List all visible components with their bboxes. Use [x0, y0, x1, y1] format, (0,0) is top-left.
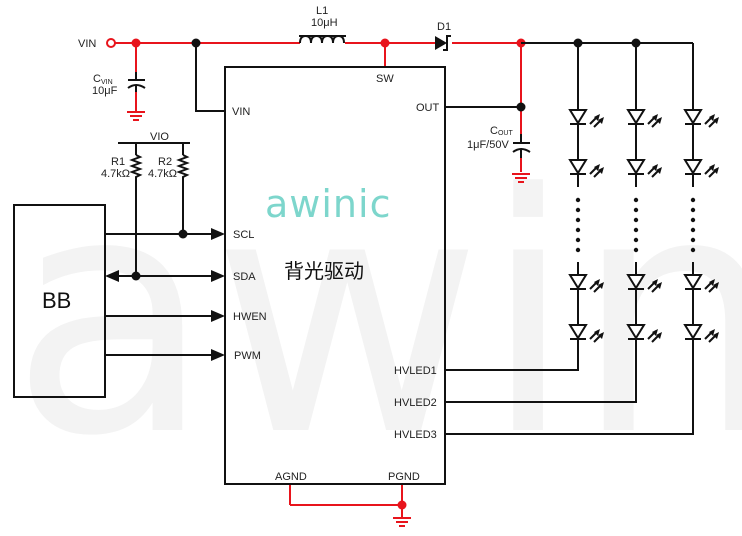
ellipsis-dot — [690, 197, 696, 203]
cout-name: COUT — [490, 125, 513, 137]
led-string-1 — [568, 43, 604, 343]
ellipsis-dot — [633, 197, 639, 203]
resistor-r2 — [176, 154, 190, 180]
ellipsis-dot — [575, 247, 581, 253]
junction-dot — [380, 38, 390, 48]
ellipsis-dot — [575, 197, 581, 203]
awinic-logo: awinic — [265, 182, 391, 226]
junction-dot — [131, 38, 141, 48]
r2-value: 4.7kΩ — [148, 168, 177, 180]
ellipsis-dot — [633, 247, 639, 253]
cout-value: 1μF/50V — [467, 139, 509, 151]
pin-hvled1: HVLED1 — [394, 365, 437, 377]
ellipsis-dot — [633, 207, 639, 213]
led — [683, 109, 719, 128]
led-string-2 — [626, 43, 662, 343]
r1-value: 4.7kΩ — [101, 168, 130, 180]
d1-name: D1 — [437, 21, 451, 33]
r1-name: R1 — [111, 156, 125, 168]
signal-wires — [105, 42, 694, 435]
pin-vin: VIN — [232, 106, 250, 118]
ellipsis-dot — [690, 207, 696, 213]
ellipsis-dot — [633, 217, 639, 223]
bb-host-box — [13, 204, 106, 398]
ellipsis-dot — [575, 237, 581, 243]
pin-scl: SCL — [233, 229, 254, 241]
ellipsis-dot — [690, 247, 696, 253]
ellipsis-dot — [633, 227, 639, 233]
led — [626, 324, 662, 343]
vin-terminal — [106, 38, 116, 48]
pin-sda: SDA — [233, 271, 256, 283]
pin-hwen: HWEN — [233, 311, 267, 323]
pin-sw: SW — [376, 73, 394, 85]
led — [568, 159, 604, 178]
ground-icon — [512, 173, 530, 183]
led-string-3 — [683, 43, 719, 343]
signal-arrows — [105, 228, 225, 361]
junction-dot — [191, 38, 201, 48]
ellipsis-dot — [633, 237, 639, 243]
ellipsis-dot — [575, 227, 581, 233]
ground-icon — [393, 517, 411, 527]
led — [683, 159, 719, 178]
ellipsis-dot — [575, 207, 581, 213]
junction-dot — [178, 229, 188, 239]
led — [626, 109, 662, 128]
ellipsis-dot — [690, 237, 696, 243]
cvin-capacitor — [127, 72, 146, 92]
ic-title: 背光驱动 — [284, 259, 364, 283]
cout-capacitor — [512, 134, 531, 158]
r2-name: R2 — [158, 156, 172, 168]
l1-value: 10μH — [311, 17, 338, 29]
ellipsis-dot — [575, 217, 581, 223]
junction-dot — [397, 500, 407, 510]
cvin-name: CVIN — [93, 73, 113, 86]
l1-name: L1 — [316, 5, 328, 17]
led — [683, 324, 719, 343]
pin-out: OUT — [416, 102, 440, 114]
ic-box — [224, 66, 446, 485]
vin-input-label: VIN — [78, 38, 96, 50]
pin-agnd: AGND — [275, 471, 307, 483]
led — [626, 274, 662, 293]
diode-d1 — [435, 35, 451, 51]
led — [626, 159, 662, 178]
ellipsis-dot — [690, 217, 696, 223]
led — [683, 274, 719, 293]
resistor-r1 — [129, 154, 143, 180]
bb-label: BB — [42, 288, 71, 313]
vio-label: VIO — [150, 131, 169, 143]
pin-pwm: PWM — [234, 350, 261, 362]
junction-dot — [131, 271, 141, 281]
pin-hvled2: HVLED2 — [394, 397, 437, 409]
led-strings — [568, 43, 719, 343]
led — [568, 274, 604, 293]
ellipsis-dot — [690, 227, 696, 233]
ground-icon — [127, 111, 145, 121]
led — [568, 109, 604, 128]
pin-pgnd: PGND — [388, 471, 420, 483]
pin-hvled3: HVLED3 — [394, 429, 437, 441]
cvin-value: 10μF — [92, 85, 118, 97]
led — [568, 324, 604, 343]
junction-dot — [516, 102, 526, 112]
inductor-l1 — [299, 34, 346, 44]
